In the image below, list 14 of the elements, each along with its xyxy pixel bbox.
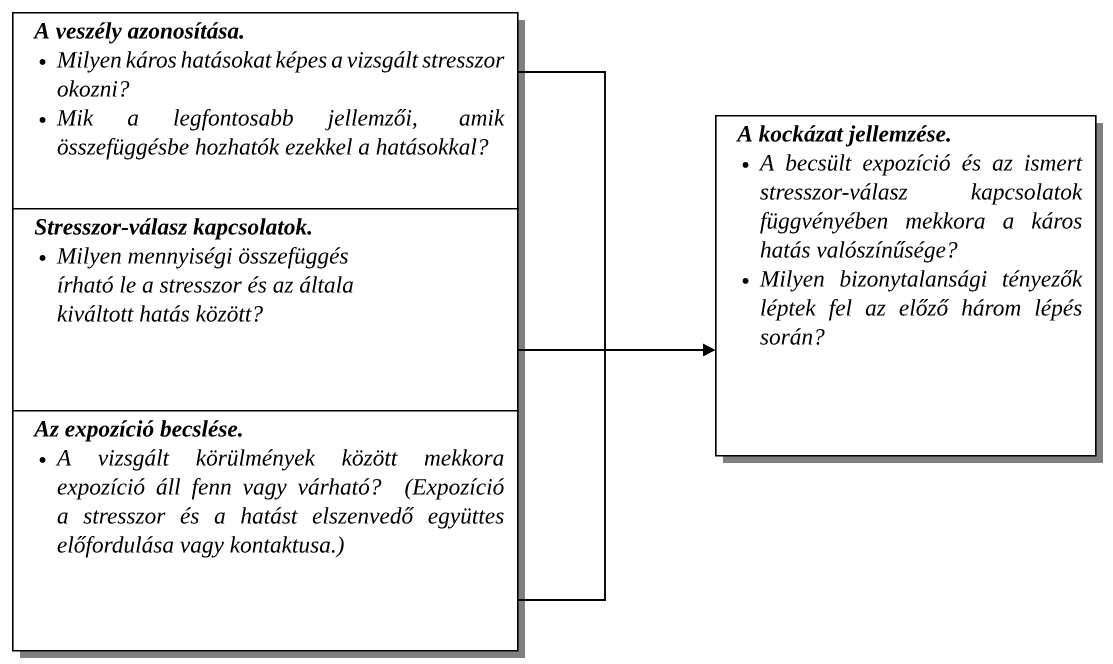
box-heading: A kockázat jellemzése. (736, 125, 950, 147)
box-heading: A veszély azonosítása. (33, 22, 244, 44)
bullet-text: Mik a legfontosabb jellemzői, amik összefüggésbe hozhatók ezekkel a hatásokkal? (56, 109, 505, 160)
bullet-text: A becsült expozíció és az ismert stresszor-válasz kapcsolatok függvényében mekkora a káros hatás valószínűsége? (758, 154, 1083, 263)
process-box (715, 115, 1097, 457)
process-box (12, 208, 519, 412)
box-heading: Az expozíció becslése. (33, 420, 242, 442)
bullet-text: Milyen mennyiségi összefüggés írható le a stresszor és az általa kiváltott hatás között? (56, 247, 353, 322)
process-box (12, 12, 519, 210)
bullet-text: Milyen bizonytalansági tényezők léptek fel az előző három lépés során? (759, 270, 1083, 345)
bullet-text: Milyen káros hatásokat képes a vizsgált stresszor okozni? (56, 51, 505, 97)
process-box (12, 410, 519, 652)
box-heading: Stresszor-válasz kapcsolatok. (34, 218, 312, 240)
bullet-text: A vizsgált körülmények között mekkora expozíció áll fenn vagy várható? (Expozíció a stresszor és a hatást elszenvedő együttes előfordulása vagy kontaktusa.) (55, 449, 504, 558)
